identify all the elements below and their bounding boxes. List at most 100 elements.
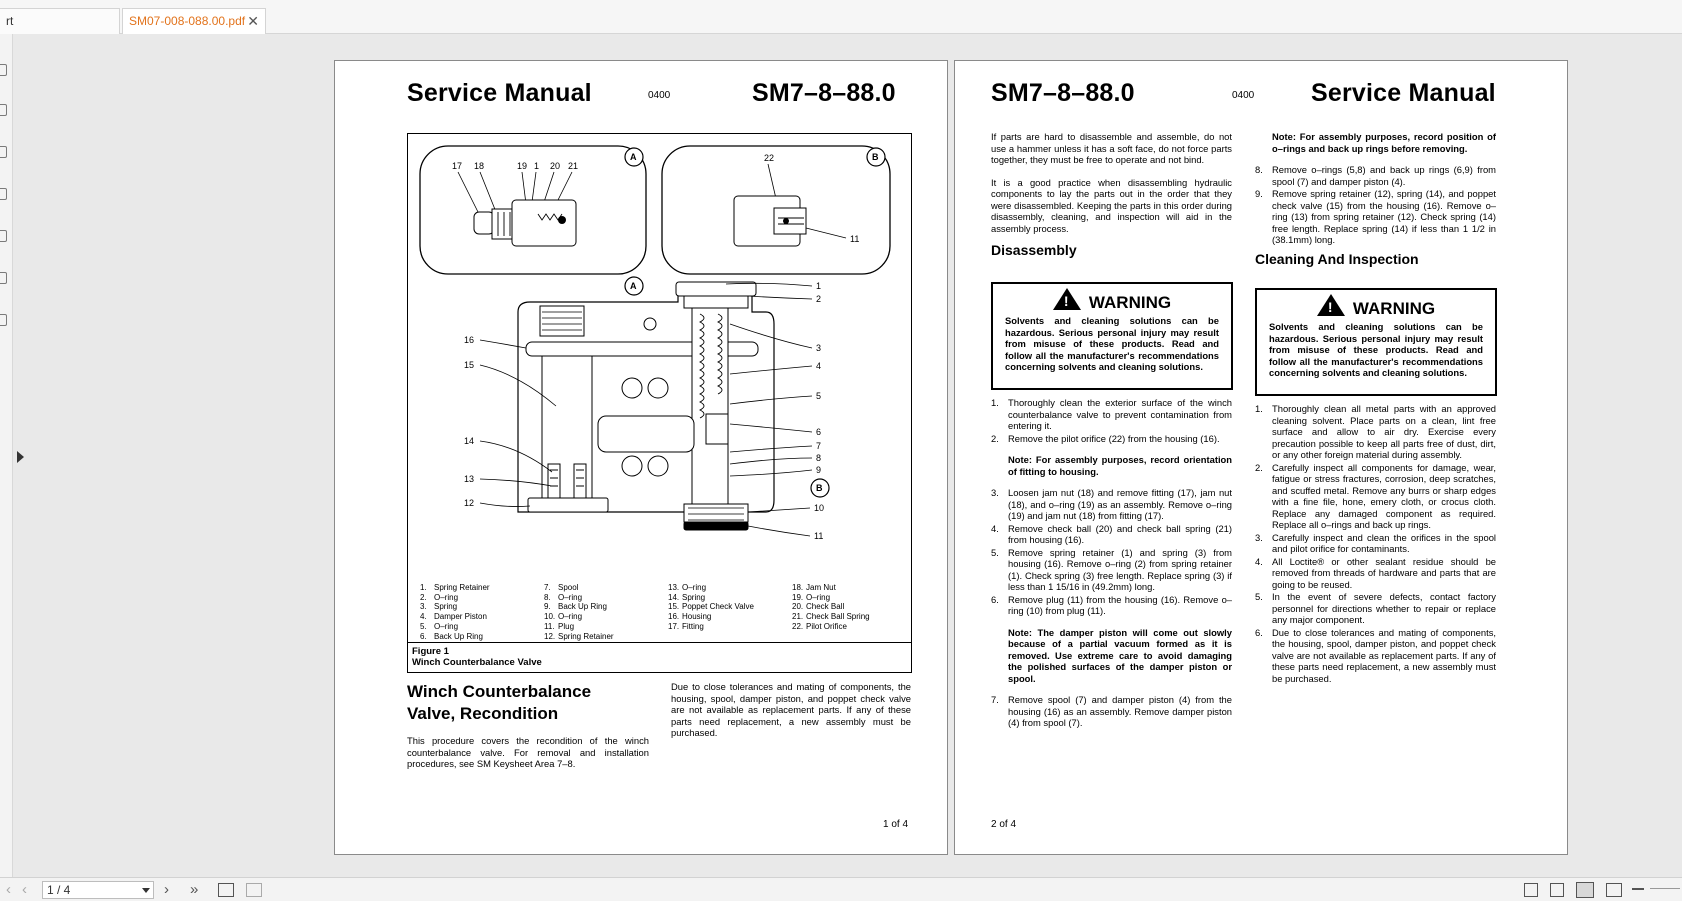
paragraph: It is a good practice when disassembling… [991,176,1232,234]
last-page-icon[interactable]: » [190,881,199,898]
svg-text:3: 3 [816,343,821,353]
detail-a-callouts: 17 18 19 1 20 21 [452,161,578,171]
svg-text:14: 14 [464,436,474,446]
annotation-icon[interactable] [0,272,7,284]
page-number: 1 of 4 [883,819,909,830]
warning-text: Solvents and cleaning solutions can be h… [1269,321,1483,378]
svg-text:16: 16 [464,335,474,345]
page-header-title: Service Manual [407,79,592,107]
legend-column: 7.Spool 8.O–ring 9.Back Up Ring 10.O–rin… [544,583,614,641]
copy-icon[interactable] [218,883,234,897]
tab-previous[interactable]: rt [0,8,120,34]
bookmark-icon[interactable] [0,64,7,76]
list-item: 1.Thoroughly clean all metal parts with … [1255,403,1496,460]
list-item: 5.In the event of severe defects, contac… [1255,591,1496,625]
list-item: 4.Remove check ball (20) and check ball … [991,522,1232,546]
section-title: Winch Counterbalance Valve, Recondition [407,682,592,723]
cleaning-heading: Cleaning And Inspection [1255,250,1419,267]
callout-label: 21 [568,161,578,171]
replacement-paragraph: Due to close tolerances and mating of co… [671,681,911,738]
list-item: 3.Loosen jam nut (18) and remove fitting… [991,487,1232,521]
two-page-icon[interactable] [1576,882,1594,898]
page-header-code: 0400 [648,90,671,101]
warning-text: Solvents and cleaning solutions can be h… [1005,315,1219,372]
list-item: 6.Remove plug (11) from the housing (16)… [991,593,1232,617]
single-page-icon[interactable] [1524,883,1538,897]
zoom-slider[interactable] [1650,888,1680,889]
legend-column: 13.O–ring 14.Spring 15.Poppet Check Valv… [668,583,754,631]
page-header-doc-id: SM7–8–88.0 [752,79,896,107]
svg-text:8: 8 [816,453,821,463]
legend-column: 1.Spring Retainer 2.O–ring 3.Spring 4.Da… [420,583,490,641]
search-icon[interactable] [0,230,7,242]
paragraph: If parts are hard to disassemble and ass… [991,131,1232,165]
right-column: Note: For assembly purposes, record posi… [1255,131,1496,265]
prev-page-icon[interactable]: ‹ [6,881,11,898]
expand-panel-icon[interactable] [17,451,24,463]
svg-text:10: 10 [814,503,824,513]
svg-text:15: 15 [464,360,474,370]
page-header-title: Service Manual [1311,79,1496,107]
left-sidebar-rail [0,34,13,877]
list-item: 2.Carefully inspect all components for d… [1255,461,1496,531]
compare-icon[interactable] [246,883,262,897]
callout-label: 18 [474,161,484,171]
svg-text:1: 1 [816,281,821,291]
tab-label: SM07-008-088.00.pdf [129,14,246,28]
list-item: 5.Remove spring retainer (1) and spring … [991,546,1232,593]
attachment-icon[interactable] [0,146,7,158]
list-item: 2.Remove the pilot orifice (22) from the… [991,432,1220,444]
svg-text:11: 11 [814,531,823,541]
tab-bar: rt SM07-008-088.00.pdf ✕ [0,0,1682,34]
note: Note: The damper piston will come out sl… [1008,626,1232,684]
svg-text:4: 4 [816,361,821,371]
page-1: Service Manual 0400 SM7–8–88.0 17 18 19 … [334,60,948,855]
signature-icon[interactable] [0,314,7,326]
callout-label: 17 [452,161,462,171]
detail-tag: A [630,281,637,291]
next-page-icon[interactable]: › [164,881,169,898]
two-page-continuous-icon[interactable] [1606,883,1622,897]
right-callouts: 1 2 3 4 5 6 7 8 9 10 11 [814,281,824,541]
legend-column: 18.Jam Nut 19.O–ring 20.Check Ball 21.Ch… [792,583,870,631]
svg-text:12: 12 [464,498,474,508]
svg-text:13: 13 [464,474,474,484]
detail-tag: B [872,152,879,162]
svg-text:2: 2 [816,294,821,304]
list-item: 7.Remove spool (7) and damper piston (4)… [991,694,1232,728]
layers-icon[interactable] [0,188,7,200]
left-column: If parts are hard to disassemble and ass… [991,131,1232,258]
page-number: 2 of 4 [991,819,1017,830]
list-item: 4.All Loctite® or other sealant residue … [1255,555,1496,590]
list-item: 9.Remove spring retainer (12), spring (1… [1255,188,1496,245]
zoom-out-icon[interactable] [1632,888,1644,890]
svg-text:7: 7 [816,441,821,451]
figure-caption: Figure 1 Winch Counterbalance Valve [408,642,911,672]
page-number-input[interactable]: 1 / 4 [42,881,154,899]
figure-title: Winch Counterbalance Valve [412,657,542,668]
tab-active-document[interactable]: SM07-008-088.00.pdf ✕ [122,8,266,34]
continuous-icon[interactable] [1550,883,1564,897]
figure-1: 17 18 19 1 20 21 A 22 [407,133,912,673]
disassembly-heading: Disassembly [991,242,1077,258]
svg-text:5: 5 [816,391,821,401]
close-icon[interactable]: ✕ [247,13,259,29]
callout-label: 11 [850,234,859,244]
left-callouts: 16 15 14 13 12 [464,335,474,508]
list-item: 8.Remove o–rings (5,8) and back up rings… [1255,164,1496,187]
warning-icon [1052,288,1081,310]
svg-text:9: 9 [816,465,821,475]
page-thumbnail-icon[interactable] [0,104,7,116]
callout-label: 19 [517,161,527,171]
chevron-down-icon[interactable] [142,888,150,893]
callout-label: 1 [534,161,539,171]
list-item: 1.Thoroughly clean the exterior surface … [991,397,1232,431]
valve-diagram: 17 18 19 1 20 21 A 22 [419,145,891,541]
warning-icon [1316,294,1345,316]
detail-tag: B [816,483,823,493]
intro-paragraph: This procedure covers the recondition of… [407,735,649,769]
note: Note: For assembly purposes, record orie… [1008,454,1232,477]
page-2: SM7–8–88.0 0400 Service Manual If parts … [954,60,1568,855]
first-page-icon[interactable]: ‹ [22,881,27,898]
